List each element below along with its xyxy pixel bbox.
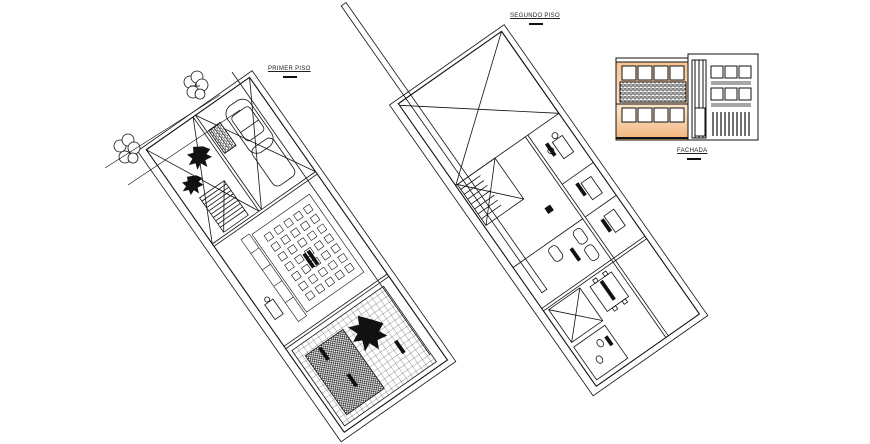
fachada-title: FACHADA [677, 148, 708, 154]
tree-icon [113, 133, 141, 164]
segundo-piso-title-underline [529, 23, 543, 25]
segundo-piso-plan [388, 24, 709, 397]
fachada-title-underline [687, 158, 701, 160]
primer-piso-title-underline [283, 76, 297, 78]
fachada-elevation [615, 53, 759, 141]
tree-icon [183, 70, 209, 100]
segundo-piso-title: SEGUNDO PISO [510, 13, 560, 19]
primer-piso-title: PRIMER PISO [268, 66, 311, 72]
primer-piso-plan [136, 1, 548, 443]
